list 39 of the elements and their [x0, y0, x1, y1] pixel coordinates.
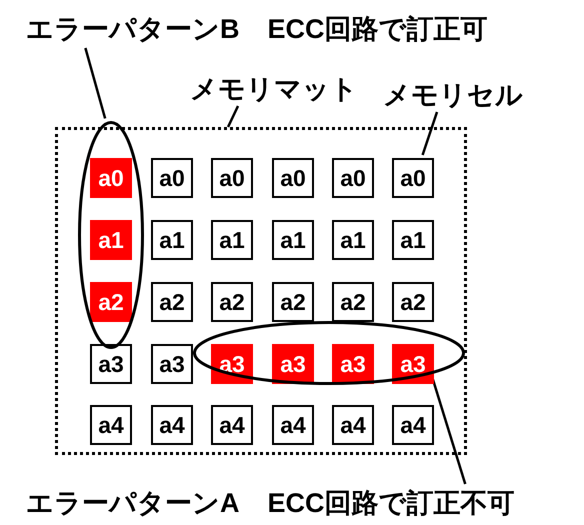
error-memory-cell: a3 [332, 344, 374, 384]
memory-cell: a2 [211, 282, 253, 322]
memory-cell: a3 [151, 344, 193, 384]
memory-cell: a0 [332, 158, 374, 198]
memory-cell: a4 [332, 405, 374, 445]
heading-label: メモリマット [190, 76, 358, 102]
memory-cell: a2 [272, 282, 314, 322]
error-memory-cell: a3 [392, 344, 434, 384]
memory-cell: a2 [151, 282, 193, 322]
memory-cell: a0 [151, 158, 193, 198]
memory-cell: a2 [332, 282, 374, 322]
memory-cell: a1 [392, 220, 434, 260]
memory-cell: a0 [211, 158, 253, 198]
memory-cell: a4 [211, 405, 253, 445]
memory-cell: a3 [90, 344, 132, 384]
heading-label: エラーパターンB [26, 16, 240, 42]
error-memory-cell: a1 [90, 220, 132, 260]
memory-cell: a1 [151, 220, 193, 260]
memory-cell: a1 [332, 220, 374, 260]
memory-cell: a1 [211, 220, 253, 260]
leader-line [84, 48, 106, 119]
memory-cell: a4 [392, 405, 434, 445]
error-memory-cell: a3 [211, 344, 253, 384]
leader-line [226, 105, 240, 128]
memory-cell: a0 [272, 158, 314, 198]
memory-cell: a4 [90, 405, 132, 445]
memory-cell: a2 [392, 282, 434, 322]
heading-label: メモリセル [383, 82, 523, 108]
heading-label: エラーパターンA [26, 490, 240, 516]
memory-cell: a0 [392, 158, 434, 198]
memory-cell: a1 [272, 220, 314, 260]
error-memory-cell: a2 [90, 282, 132, 322]
memory-cell: a4 [151, 405, 193, 445]
error-memory-cell: a3 [272, 344, 314, 384]
note-label: ECC回路で訂正可 [268, 16, 488, 42]
leader-line [421, 112, 438, 156]
memory-cell: a4 [272, 405, 314, 445]
error-memory-cell: a0 [90, 158, 132, 198]
note-label: ECC回路で訂正不可 [268, 490, 515, 516]
